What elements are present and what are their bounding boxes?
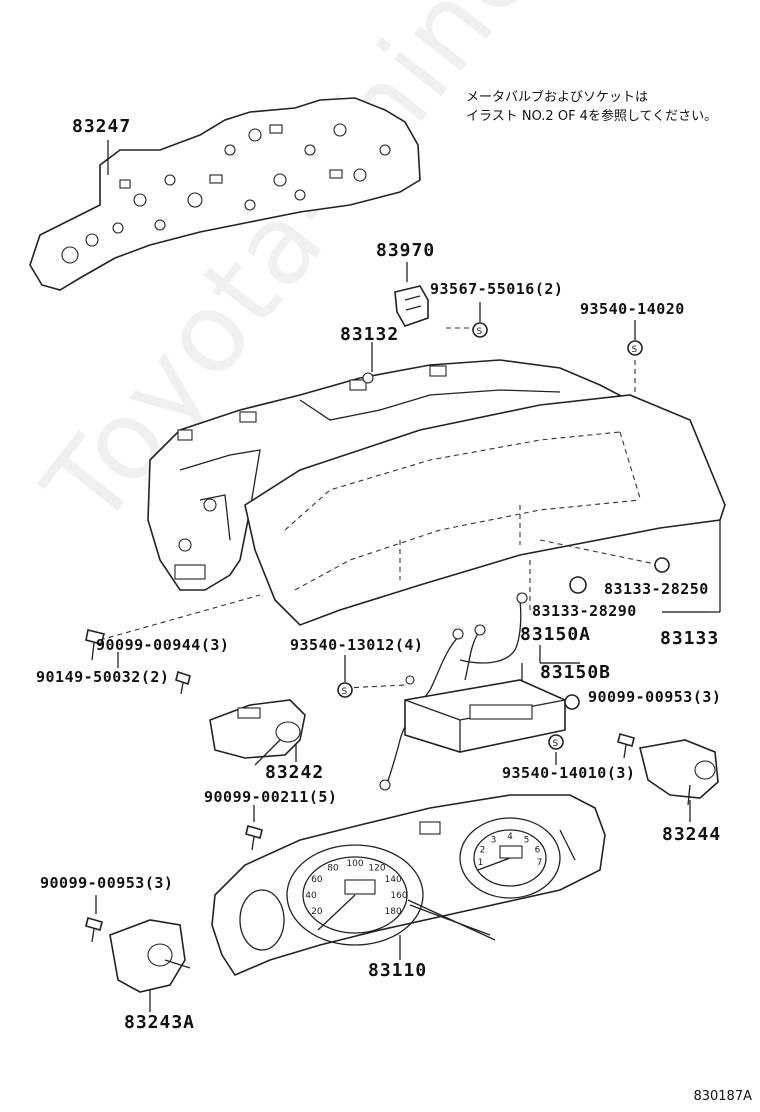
label-83244: 83244 bbox=[662, 824, 722, 845]
socket-s-icon-b: S bbox=[627, 340, 643, 356]
label-83970: 83970 bbox=[376, 240, 436, 261]
label-83132: 83132 bbox=[340, 324, 400, 345]
connector-83970 bbox=[394, 285, 429, 327]
label-93540-14020: 93540-14020 bbox=[580, 300, 685, 318]
gauge-tick-label: 160 bbox=[390, 891, 407, 901]
screw-icon-90099a bbox=[175, 670, 191, 695]
gauge-tick-label: 80 bbox=[327, 863, 339, 873]
gauge-83242 bbox=[209, 699, 306, 766]
label-93567-55016: 93567-55016(2) bbox=[430, 280, 564, 298]
socket-s-icon-a: S bbox=[472, 322, 488, 338]
lens-83133 bbox=[244, 394, 726, 626]
svg-text:S: S bbox=[342, 687, 348, 697]
label-90099-00944: 90099-00944(3) bbox=[96, 636, 230, 654]
label-83242: 83242 bbox=[265, 762, 325, 783]
gauge-tick-label: 140 bbox=[385, 875, 402, 885]
svg-text:S: S bbox=[477, 327, 483, 337]
label-83133-28290: 83133-28290 bbox=[532, 602, 637, 620]
gauge-tick-label: 2 bbox=[480, 845, 486, 855]
gauge-tick-label: 40 bbox=[305, 891, 317, 901]
screw-icon-90099c bbox=[245, 825, 263, 851]
figure-code: 830187A bbox=[693, 1089, 752, 1104]
socket-s-icon-c: S bbox=[337, 682, 353, 698]
combination-meter-83110 bbox=[211, 794, 606, 977]
label-83110: 83110 bbox=[368, 960, 428, 981]
gauge-tick-label: 60 bbox=[311, 875, 323, 885]
label-93540-14010: 93540-14010(3) bbox=[502, 764, 636, 782]
gauge-tick-label: 100 bbox=[346, 859, 363, 869]
gauge-tick-label: 4 bbox=[507, 832, 513, 842]
note-text: メータバルブおよびソケットは イラスト NO.2 OF 4を参照してください。 bbox=[466, 88, 717, 126]
label-83133-28250: 83133-28250 bbox=[604, 580, 709, 598]
gauge-83244 bbox=[639, 739, 719, 806]
label-90099-00211: 90099-00211(5) bbox=[204, 788, 338, 806]
screw-icon-90099b bbox=[617, 733, 635, 759]
svg-text:S: S bbox=[632, 345, 638, 355]
label-90099-00953-left: 90099-00953(3) bbox=[40, 874, 174, 892]
svg-text:S: S bbox=[553, 739, 559, 749]
label-83133: 83133 bbox=[660, 628, 720, 649]
circuit-plate-83247 bbox=[29, 97, 421, 291]
gauge-tick-label: 6 bbox=[535, 845, 541, 855]
label-83243a: 83243A bbox=[124, 1012, 196, 1033]
gauge-tick-label: 20 bbox=[311, 907, 323, 917]
label-93540-13012: 93540-13012(4) bbox=[290, 636, 424, 654]
connector-block-83150b bbox=[404, 679, 580, 753]
label-83150b: 83150B bbox=[540, 662, 612, 683]
label-90149-50032: 90149-50032(2) bbox=[36, 668, 170, 686]
label-83150a: 83150A bbox=[520, 624, 592, 645]
gauge-tick-label: 120 bbox=[368, 863, 385, 873]
gauge-tick-label: 1 bbox=[478, 858, 484, 868]
screw-icon-90149 bbox=[85, 629, 106, 661]
note-line-2: イラスト NO.2 OF 4を参照してください。 bbox=[466, 109, 718, 124]
gauge-83243a bbox=[109, 919, 191, 993]
label-90099-00953-right: 90099-00953(3) bbox=[588, 688, 722, 706]
gauge-tick-label: 180 bbox=[385, 907, 402, 917]
gauge-tick-label: 3 bbox=[491, 836, 497, 846]
label-83247: 83247 bbox=[72, 116, 132, 137]
gauge-tick-label: 7 bbox=[537, 858, 543, 868]
gauge-tick-label: 5 bbox=[524, 836, 530, 846]
note-line-1: メータバルブおよびソケットは bbox=[466, 90, 649, 105]
socket-s-icon-d: S bbox=[548, 734, 564, 750]
screw-icon-90099d bbox=[85, 917, 103, 943]
